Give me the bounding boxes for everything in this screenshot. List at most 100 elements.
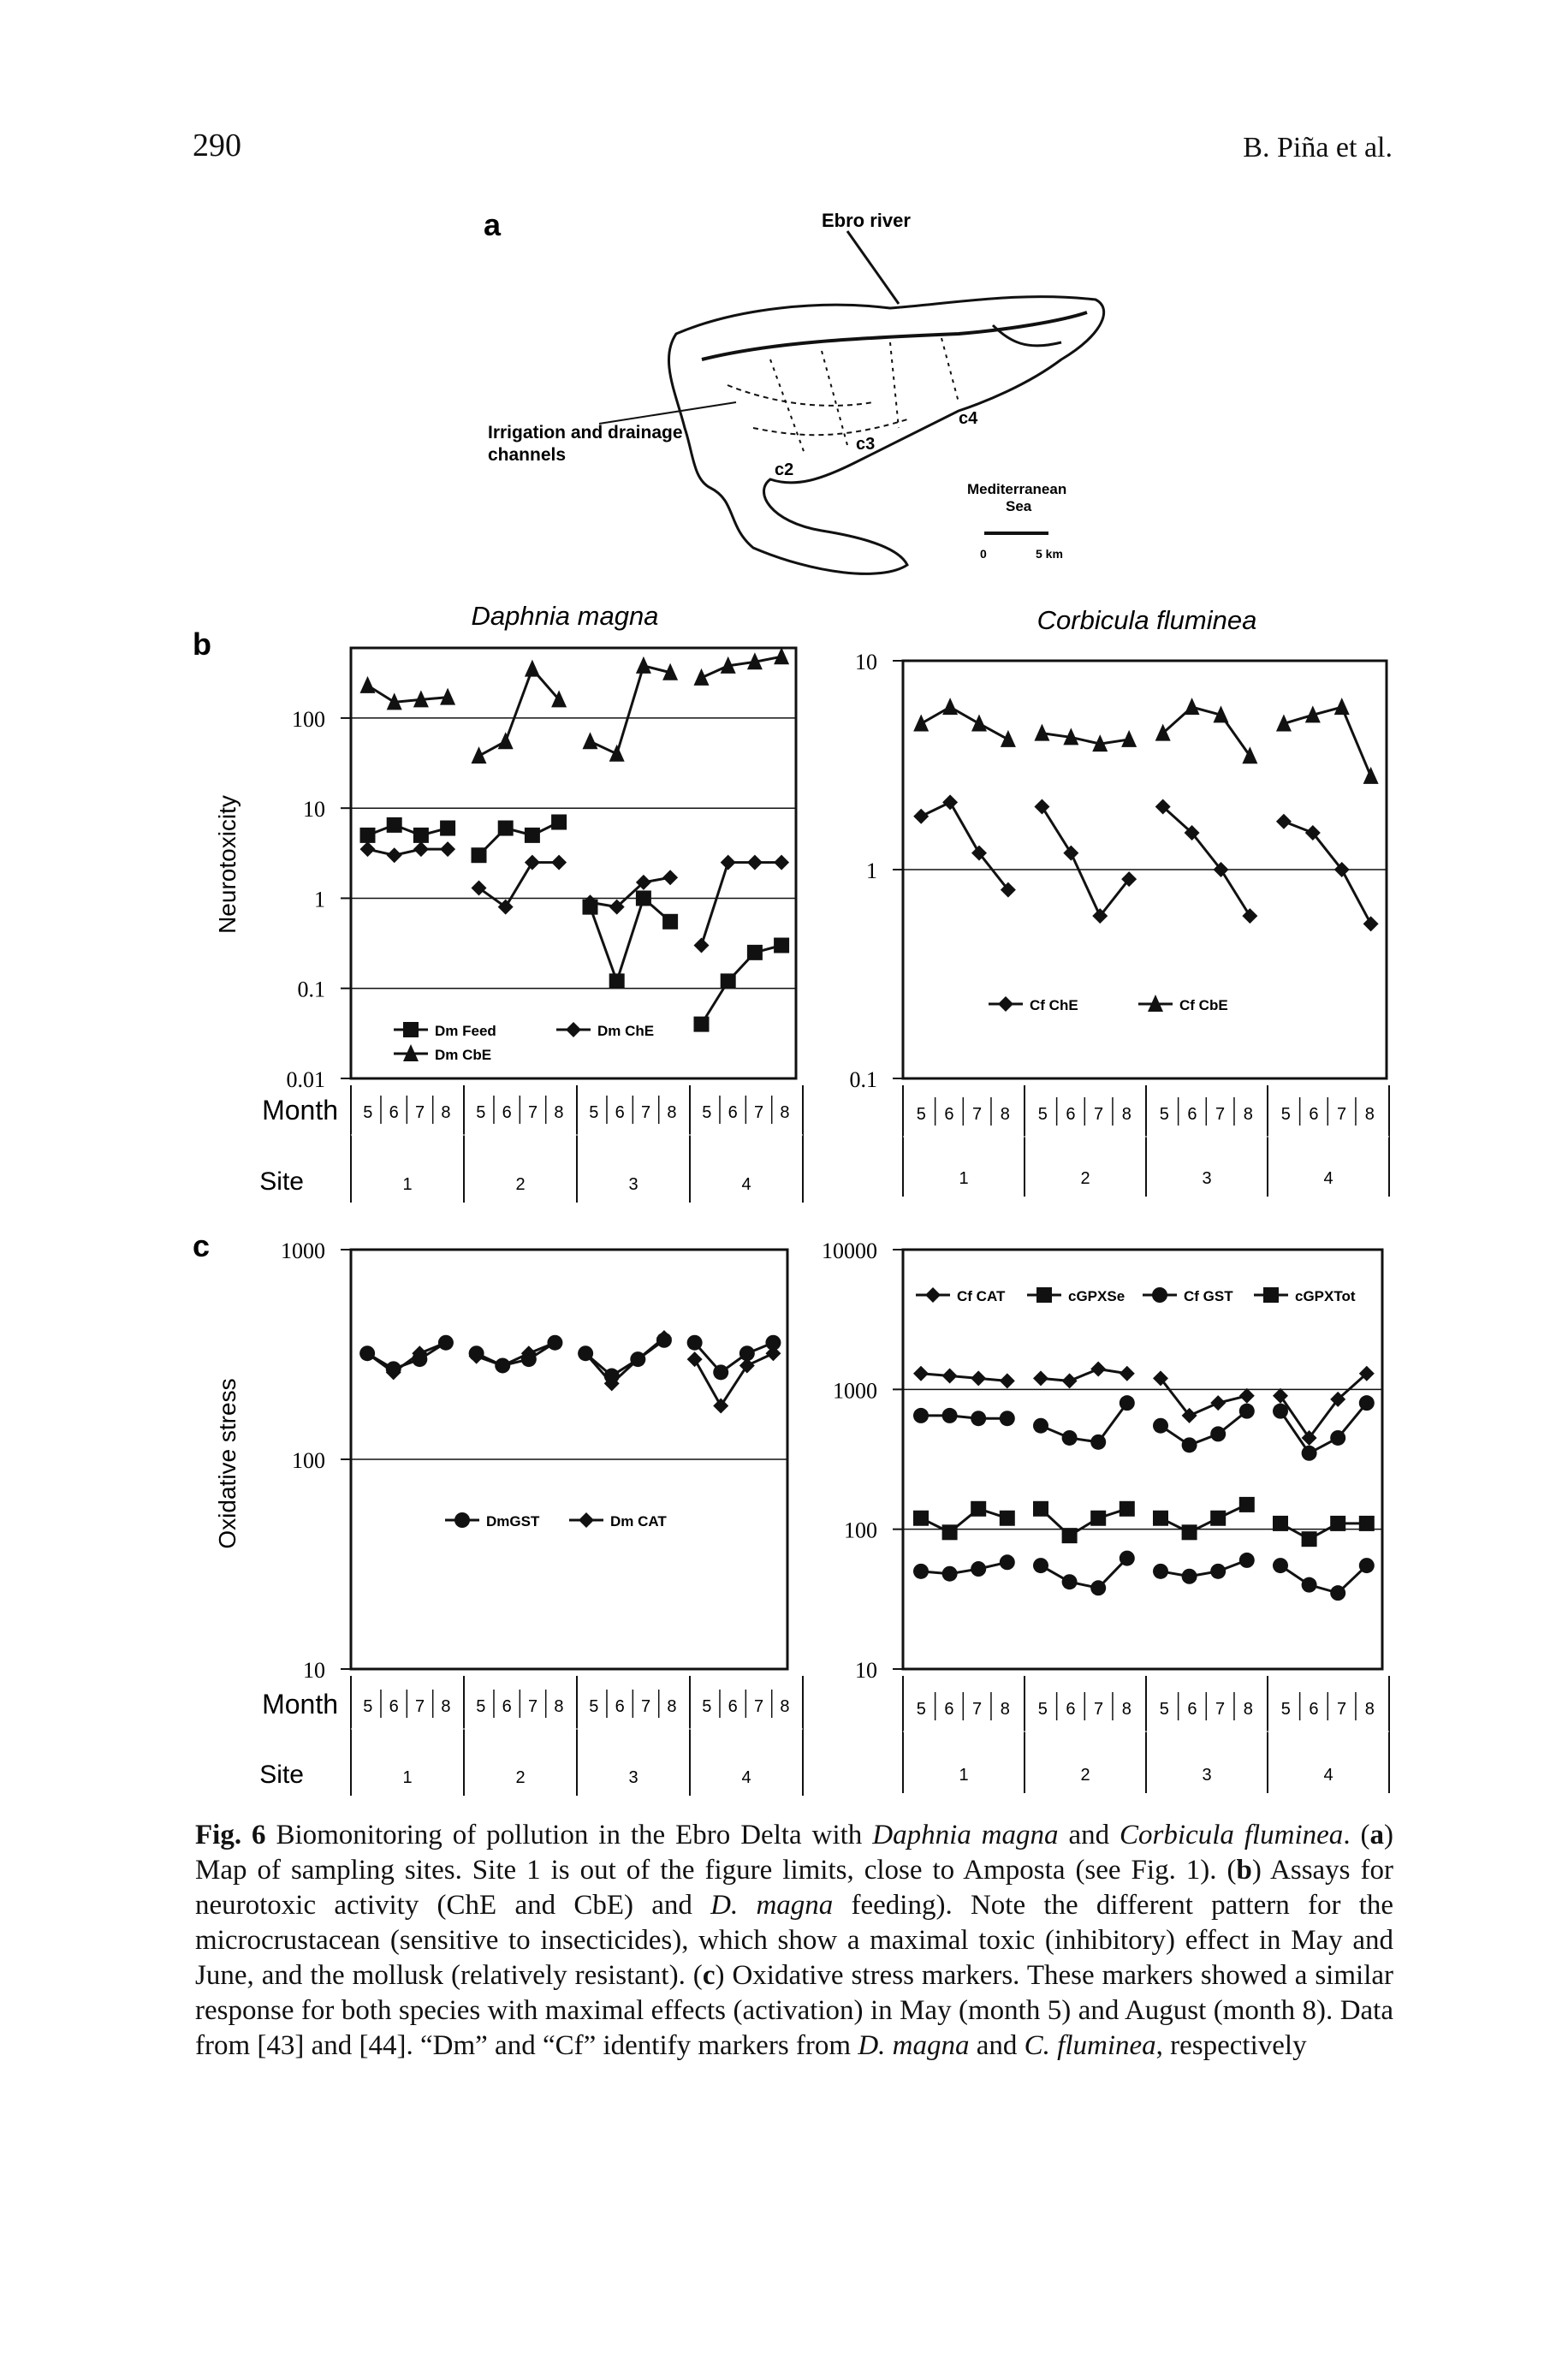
month-tick-label: 7 — [972, 1700, 982, 1719]
series-cf-gst — [913, 1395, 1375, 1461]
data-point — [1304, 705, 1321, 723]
data-point — [686, 1351, 703, 1368]
data-point — [1119, 1500, 1135, 1517]
legend-entry: Cf CbE — [1138, 995, 1228, 1013]
month-tick-label: 6 — [728, 1103, 738, 1122]
data-point — [635, 890, 651, 906]
data-point — [720, 973, 736, 989]
y-tick-label: 1 — [314, 887, 325, 912]
data-point — [386, 817, 402, 833]
data-point — [582, 732, 598, 750]
series-line — [920, 1560, 1008, 1576]
series-line — [693, 1351, 775, 1409]
data-point — [635, 874, 651, 890]
series-line — [920, 800, 1010, 891]
data-point — [913, 1407, 929, 1423]
month-tick-label: 7 — [1215, 1105, 1225, 1124]
data-point — [1273, 1515, 1288, 1531]
data-point — [578, 1345, 594, 1362]
site-tick-label: 2 — [1080, 1169, 1090, 1188]
data-point — [609, 899, 625, 915]
month-tick-label: 7 — [415, 1103, 425, 1122]
data-point — [999, 1373, 1015, 1389]
month-tick-label: 8 — [554, 1697, 563, 1716]
month-row-label: Month — [262, 1095, 338, 1126]
data-point — [609, 744, 625, 762]
data-point — [609, 973, 625, 989]
data-point — [1121, 729, 1137, 747]
data-point — [662, 913, 679, 930]
series-dm-cat — [359, 1329, 781, 1414]
data-point — [1358, 1365, 1375, 1381]
month-tick-label: 5 — [1160, 1105, 1169, 1124]
month-tick-label: 5 — [363, 1697, 372, 1716]
data-point — [913, 1563, 929, 1579]
data-point — [524, 827, 540, 843]
data-point — [497, 899, 514, 915]
month-tick-label: 7 — [754, 1697, 763, 1716]
y-axis-label: Oxidative stress — [214, 1378, 241, 1548]
data-point — [739, 1345, 755, 1362]
data-point — [1242, 746, 1258, 764]
data-point — [1155, 723, 1171, 741]
data-point — [1210, 1395, 1226, 1411]
site-tick-label: 4 — [1323, 1766, 1333, 1785]
month-tick-label: 5 — [589, 1697, 598, 1716]
legend-marker — [998, 996, 1013, 1012]
data-point — [440, 687, 456, 705]
site-row-label: Site — [259, 1167, 304, 1196]
legend-label: Dm ChE — [597, 1023, 654, 1039]
data-point — [1034, 723, 1050, 741]
site-tick-label: 2 — [515, 1768, 525, 1787]
month-tick-label: 6 — [502, 1697, 512, 1716]
figure-6: a Ebro river Irrigation and drainage cha… — [193, 207, 1390, 1796]
site-tick-label: 3 — [628, 1175, 638, 1194]
data-point — [1238, 1496, 1255, 1512]
data-point — [1275, 813, 1292, 829]
chart-title: Corbicula fluminea — [1037, 605, 1257, 635]
data-point — [1063, 845, 1079, 861]
data-point — [1092, 908, 1108, 924]
series-line — [478, 821, 560, 857]
data-point — [1181, 1568, 1197, 1584]
data-point — [1210, 1510, 1226, 1526]
month-tick-label: 5 — [1281, 1105, 1291, 1124]
legend-label: Dm Feed — [435, 1023, 496, 1039]
series-line — [366, 823, 448, 837]
site-tick-label: 1 — [959, 1169, 968, 1188]
legend-marker — [1148, 995, 1163, 1012]
series-dm-che — [359, 841, 790, 953]
legend-entry: Cf CAT — [916, 1287, 1006, 1304]
site-tick-label: 1 — [402, 1175, 412, 1194]
legend-entry: Dm Feed — [394, 1022, 496, 1039]
data-point — [386, 847, 402, 864]
series-cgpxse — [913, 1496, 1375, 1547]
month-tick-label: 6 — [1309, 1700, 1318, 1719]
data-point — [471, 880, 487, 896]
data-point — [1275, 714, 1292, 732]
series-line — [693, 1341, 774, 1375]
series-line — [476, 1341, 555, 1368]
data-point — [413, 827, 429, 843]
month-tick-label: 8 — [1244, 1105, 1253, 1124]
month-tick-label: 5 — [363, 1103, 372, 1122]
y-tick-label: 0.1 — [298, 977, 326, 1002]
data-point — [765, 1345, 781, 1362]
data-point — [524, 854, 540, 870]
month-tick-label: 5 — [917, 1105, 926, 1124]
legend-label: Cf CAT — [957, 1288, 1006, 1304]
data-point — [635, 656, 651, 674]
data-point — [1119, 1395, 1135, 1411]
panel-label-c: c — [193, 1228, 210, 1263]
site-tick-label: 4 — [741, 1768, 751, 1787]
month-tick-label: 7 — [754, 1103, 763, 1122]
data-point — [1184, 825, 1200, 841]
data-point — [1238, 1403, 1255, 1419]
data-point — [1033, 1558, 1048, 1574]
site-tick-label: 3 — [1202, 1766, 1211, 1785]
data-point — [720, 656, 736, 674]
y-tick-label: 1 — [866, 858, 877, 883]
